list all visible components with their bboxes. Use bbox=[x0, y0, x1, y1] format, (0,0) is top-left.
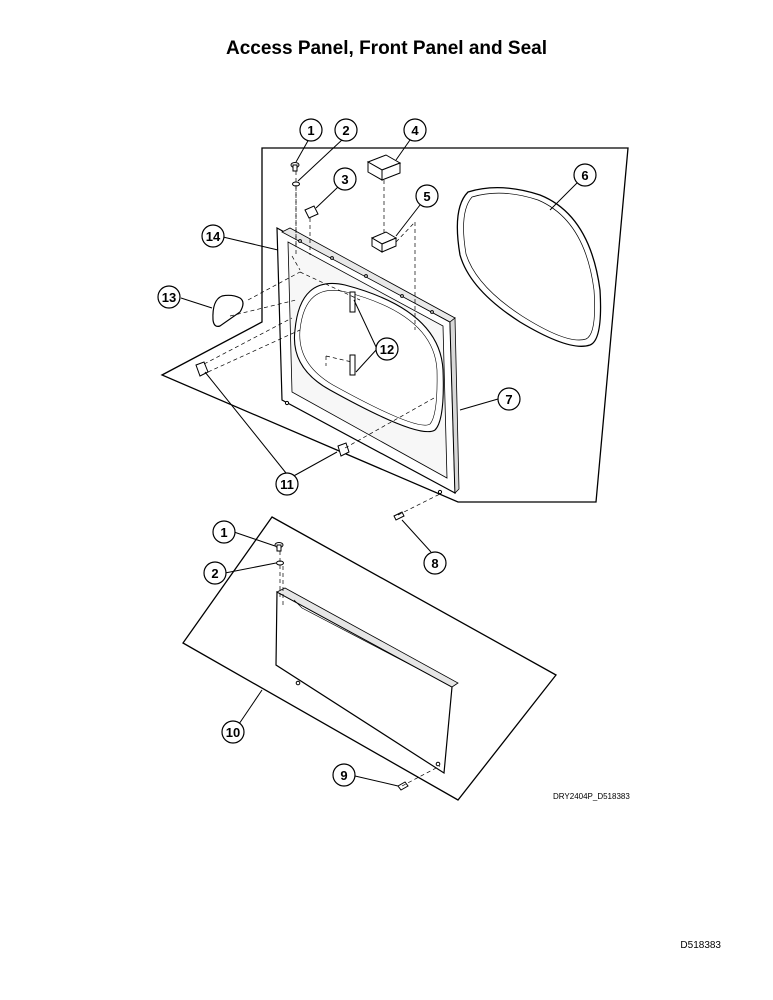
svg-text:8: 8 bbox=[431, 556, 438, 571]
svg-text:6: 6 bbox=[581, 168, 588, 183]
callout-9: 9 bbox=[332, 763, 356, 787]
svg-text:2: 2 bbox=[342, 123, 349, 138]
callout-2-upper: 2 bbox=[334, 118, 358, 142]
callout-1-lower: 1 bbox=[212, 520, 236, 544]
callout-14: 14 bbox=[201, 224, 225, 248]
callout-11: 11 bbox=[275, 472, 299, 496]
callout-5: 5 bbox=[415, 184, 439, 208]
svg-text:12: 12 bbox=[380, 342, 394, 357]
upper-screw-washer bbox=[290, 162, 300, 187]
drawing-code: DRY2404P_D518383 bbox=[553, 792, 630, 801]
leader-lines bbox=[180, 138, 578, 787]
alignment-lines-upper bbox=[203, 171, 441, 516]
triangle-pad-part bbox=[212, 294, 244, 327]
svg-text:4: 4 bbox=[411, 123, 419, 138]
svg-text:1: 1 bbox=[307, 123, 314, 138]
lower-screw-part8 bbox=[393, 511, 405, 521]
callout-3: 3 bbox=[333, 167, 357, 191]
callout-8: 8 bbox=[423, 551, 447, 575]
svg-text:13: 13 bbox=[162, 290, 176, 305]
lower-screw-washer bbox=[274, 542, 284, 566]
alignment-lines-lower bbox=[279, 551, 441, 787]
page-code: D518383 bbox=[680, 940, 721, 951]
callout-12: 12 bbox=[375, 337, 399, 361]
page-title: Access Panel, Front Panel and Seal bbox=[225, 38, 547, 59]
door-seal bbox=[456, 187, 602, 347]
callout-7: 7 bbox=[497, 387, 521, 411]
callout-2-lower: 2 bbox=[203, 561, 227, 585]
callout-6: 6 bbox=[573, 163, 597, 187]
svg-text:7: 7 bbox=[505, 392, 512, 407]
svg-text:11: 11 bbox=[280, 477, 294, 492]
callout-4: 4 bbox=[403, 118, 427, 142]
svg-text:2: 2 bbox=[211, 566, 218, 581]
lower-screw-part9 bbox=[397, 781, 409, 791]
front-panel bbox=[276, 226, 460, 495]
callout-10: 10 bbox=[221, 720, 245, 744]
switch-part bbox=[370, 231, 398, 253]
svg-text:10: 10 bbox=[226, 725, 240, 740]
upper-background-plane bbox=[160, 147, 629, 503]
callout-13: 13 bbox=[157, 285, 181, 309]
bracket-part bbox=[366, 154, 402, 181]
callout-1-upper: 1 bbox=[299, 118, 323, 142]
svg-text:5: 5 bbox=[423, 189, 430, 204]
clip-part bbox=[304, 205, 319, 219]
svg-text:9: 9 bbox=[340, 768, 347, 783]
svg-text:3: 3 bbox=[341, 172, 348, 187]
access-panel bbox=[275, 587, 459, 775]
lower-background-plane bbox=[182, 516, 557, 801]
svg-text:1: 1 bbox=[220, 525, 227, 540]
svg-text:14: 14 bbox=[206, 229, 221, 244]
